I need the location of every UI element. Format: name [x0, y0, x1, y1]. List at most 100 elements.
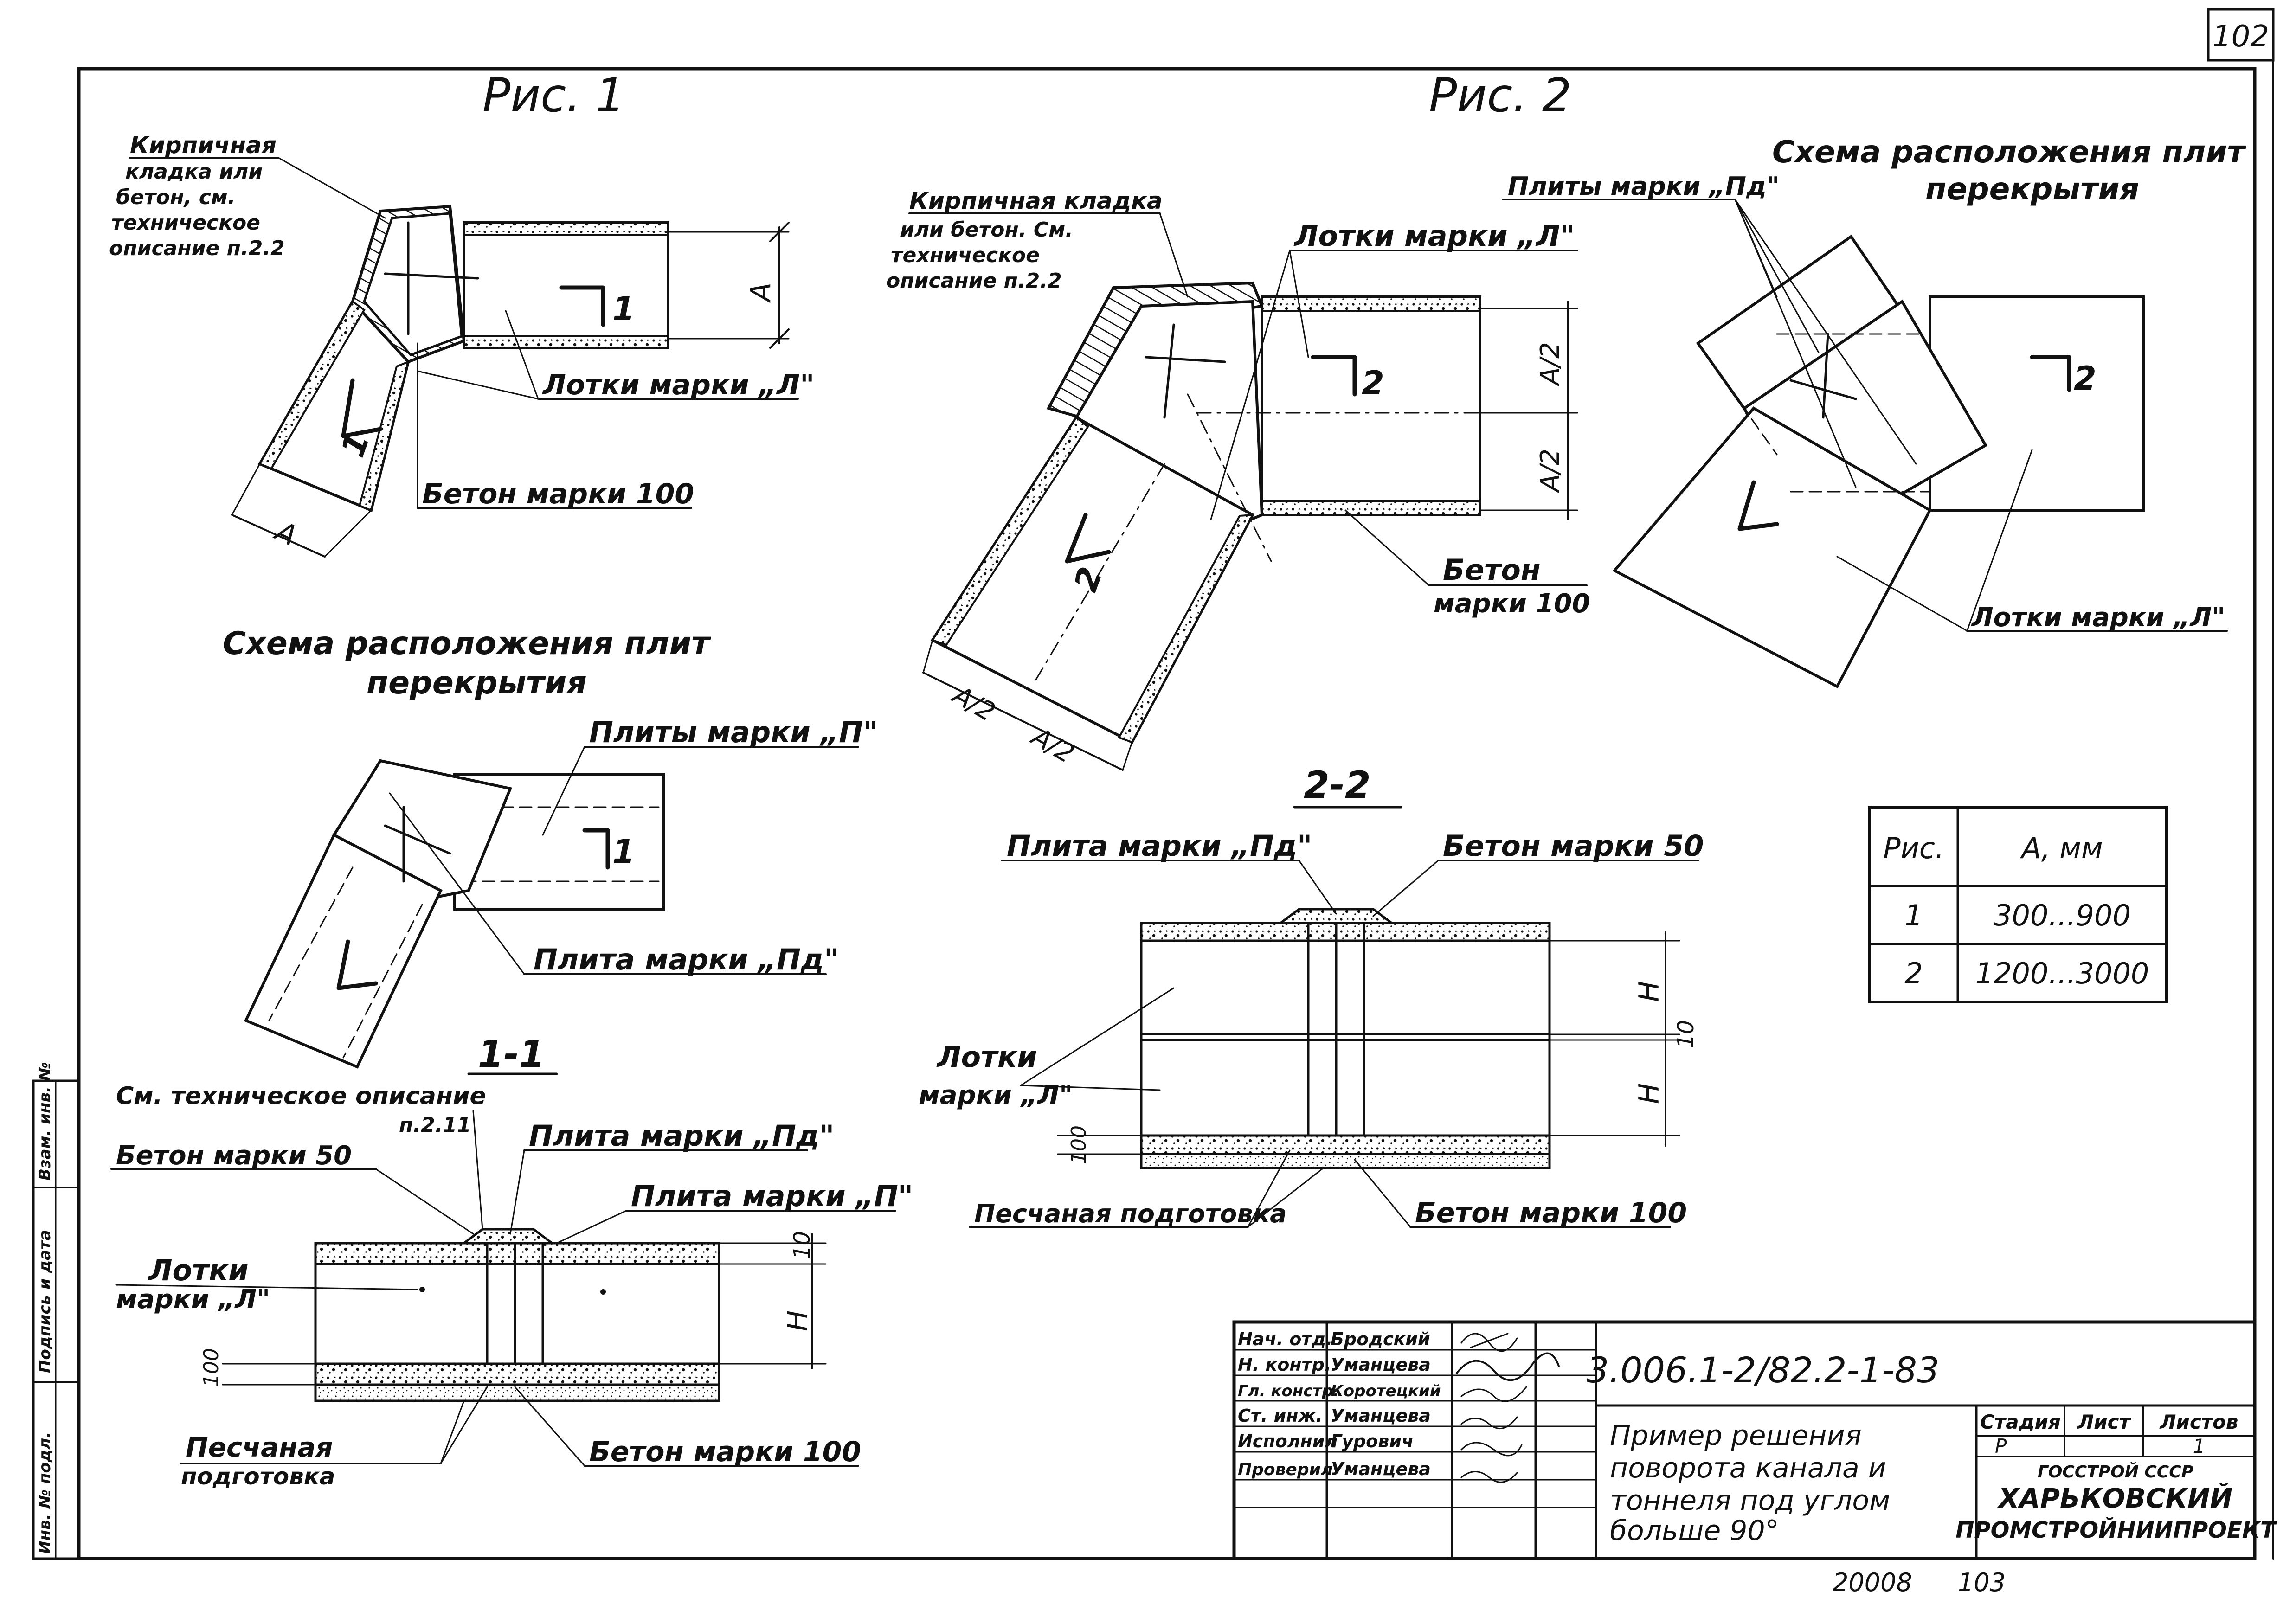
fig2-trays-label: Лотки марки „Л" — [1293, 219, 1575, 253]
fig2-cut-mark-2: 2 — [1362, 364, 1384, 402]
section-1-1-sand — [314, 1383, 720, 1402]
svg-text:Проверил: Проверил — [1238, 1460, 1333, 1479]
svg-text:техническое: техническое — [891, 244, 1040, 267]
fig1-scheme-slabs-p-label: Плиты марки „П" — [589, 715, 878, 749]
section-1-1-sand-label: Песчаная подготовка — [180, 1386, 488, 1490]
fig1-scheme-title-2: перекрытия — [367, 665, 587, 701]
section-2-2-dim-10: 10 — [1673, 1020, 1699, 1048]
org-line-3: ПРОМСТРОЙНИИПРОЕКТ — [1955, 1517, 2277, 1543]
fig1-scheme-slab-pd-label: Плита марки „Пд" — [534, 943, 839, 976]
section-1-1-concrete100-label: Бетон марки 100 — [589, 1436, 861, 1468]
svg-text:Уманцева: Уманцева — [1331, 1406, 1431, 1426]
svg-text:Уманцева: Уманцева — [1331, 1459, 1431, 1479]
section-2-2-dim-100: 100 — [1067, 1125, 1091, 1164]
section-1-1-slab-p-label: Плита марки „П" — [631, 1179, 913, 1213]
section-1-1-slab-pd-label: Плита марки „Пд" — [529, 1119, 834, 1153]
sheet-header: Лист — [2077, 1411, 2131, 1433]
section-2-2-sand-label: Песчаная подготовка — [974, 1199, 1287, 1228]
section-1-1-dim-h: Н — [782, 1310, 814, 1331]
svg-text:Кирпичная: Кирпичная — [130, 132, 277, 159]
table-header-fig: Рис. — [1883, 831, 1944, 865]
svg-text:Ст. инж.: Ст. инж. — [1238, 1406, 1323, 1426]
fig1-scheme-angled — [244, 833, 443, 1069]
figure-2: Рис. 2 2 2 Кирпичная кладка или бетон. С… — [886, 68, 1590, 771]
section-2-2-dim-h-upper: Н — [1633, 981, 1666, 1002]
fig2-scheme-cut-2: 2 — [2074, 359, 2097, 398]
section-1-1-top-slab — [314, 1242, 720, 1265]
page-number: 102 — [2212, 19, 2269, 54]
fig2-dim-a2-upper: А/2 — [1535, 342, 1565, 386]
title-block: Нач. отд. Бродский Н. контр. Уманцева Гл… — [1232, 1320, 2277, 1560]
section-2-2-slab-pd-label: Плита марки „Пд" — [1007, 829, 1312, 863]
fig2-scheme-title-1: Схема расположения плит — [1772, 134, 2247, 170]
section-2-2-top-slab — [1140, 922, 1551, 942]
svg-text:Гл. констр.: Гл. констр. — [1238, 1382, 1339, 1400]
svg-text:Исполнил: Исполнил — [1238, 1431, 1338, 1451]
fig1-cut-mark-1: 1 — [612, 290, 635, 328]
svg-text:техническое: техническое — [111, 211, 260, 235]
fig2-masonry-label: Кирпичная кладка или бетон. См. техничес… — [886, 187, 1189, 298]
svg-text:подготовка: подготовка — [181, 1463, 335, 1490]
svg-text:Бродский: Бродский — [1331, 1329, 1430, 1349]
table-row1-a: 300...900 — [1994, 899, 2131, 932]
svg-text:поворота канала и: поворота канала и — [1610, 1452, 1886, 1484]
svg-text:Коротецкий: Коротецкий — [1331, 1382, 1441, 1400]
svg-text:Лотки: Лотки — [936, 1040, 1037, 1074]
svg-text:больше 90°: больше 90° — [1610, 1515, 1779, 1547]
stage-header: Стадия — [1980, 1411, 2061, 1433]
section-1-1-dim-100: 100 — [199, 1348, 223, 1387]
org-line-1: ГОССТРОЙ СССР — [2038, 1462, 2193, 1482]
figure-1: Рис. 1 1 1 А А Кирпичная — [109, 68, 814, 558]
fig2-concrete-line2: марки 100 — [1434, 589, 1590, 619]
svg-text:описание п.2.2: описание п.2.2 — [109, 237, 285, 260]
fig2-scheme-straight — [1929, 295, 2145, 512]
svg-text:п.2.11: п.2.11 — [399, 1113, 471, 1137]
fig2-scheme-title-2: перекрытия — [1925, 171, 2139, 207]
svg-text:Лотки: Лотки — [148, 1253, 249, 1287]
fig1-concrete-label: Бетон марки 100 — [422, 478, 694, 510]
side-stamp-replace: Взам. инв. № — [36, 1062, 54, 1181]
svg-text:кладка или: кладка или — [125, 160, 263, 184]
signatures — [1456, 1333, 1560, 1483]
sheets-header: Листов — [2159, 1411, 2238, 1433]
svg-text:Песчаная: Песчаная — [186, 1431, 333, 1463]
fig2-scheme-trays-label: Лотки марки „Л" — [1971, 603, 2225, 633]
figure-2-scheme: Схема расположения плит перекрытия 2 Пли… — [1502, 134, 2247, 689]
fig1-trays-label: Лотки марки „Л" — [542, 369, 814, 401]
fig2-dim-a2-lower: А/2 — [1535, 449, 1565, 493]
svg-text:Уманцева: Уманцева — [1331, 1354, 1431, 1375]
section-1-1-note: См. техническое описание п.2.11 — [116, 1082, 486, 1230]
drawing-title: Пример решения поворота канала и тоннеля… — [1610, 1419, 1890, 1547]
fig2-dim-a2-right: А/2 — [1025, 721, 1079, 769]
svg-text:тоннеля под углом: тоннеля под углом — [1610, 1484, 1890, 1517]
section-2-2: 2-2 Плита марки „Пд" Бетон марки 50 Лотк… — [919, 764, 1704, 1229]
section-1-1-bottom-concrete — [314, 1362, 720, 1386]
section-2-2-title: 2-2 — [1304, 764, 1371, 807]
svg-text:бетон, см.: бетон, см. — [116, 186, 236, 209]
bottom-number: 20008 — [1833, 1568, 1912, 1597]
dimension-table: Рис. А, мм 1 300...900 2 1200...3000 — [1868, 806, 2168, 1003]
side-stamp: Инв. № подл. Подпись и дата Взам. инв. № — [32, 1062, 80, 1560]
svg-text:См. техническое описание: См. техническое описание — [116, 1082, 486, 1110]
fig2-straight-channel — [1261, 295, 1481, 516]
fig1-title: Рис. 1 — [482, 68, 625, 122]
document-code: 3.006.1-2/82.2-1-83 — [1587, 1349, 1940, 1391]
table-row1-fig: 1 — [1904, 899, 1923, 932]
section-2-2-concrete100-label: Бетон марки 100 — [1415, 1197, 1687, 1229]
svg-text:марки „Л": марки „Л" — [919, 1080, 1073, 1110]
section-2-2-bottom-concrete — [1140, 1134, 1551, 1155]
figure-1-scheme: Схема расположения плит перекрытия 1 Пли… — [223, 625, 878, 1069]
fig2-concrete-line1: Бетон — [1443, 553, 1541, 587]
fig1-straight-channel — [463, 221, 669, 349]
section-2-2-trays-label: Лотки марки „Л" — [919, 987, 1175, 1110]
fig1-dim-a-vertical: А — [745, 282, 777, 303]
side-stamp-sign: Подпись и дата — [36, 1230, 54, 1373]
stage-value: Р — [1995, 1435, 2007, 1457]
section-2-2-dim-h-lower: Н — [1633, 1083, 1666, 1104]
table-row2-a: 1200...3000 — [1975, 956, 2149, 990]
fig1-masonry-label: Кирпичная кладка или бетон, см. техничес… — [109, 132, 386, 260]
fig2-dim-a2-left: А/2 — [946, 679, 1000, 727]
svg-text:Н. контр.: Н. контр. — [1238, 1354, 1331, 1375]
fig2-scheme-slabs-pd-label: Плиты марки „Пд" — [1508, 172, 1780, 201]
